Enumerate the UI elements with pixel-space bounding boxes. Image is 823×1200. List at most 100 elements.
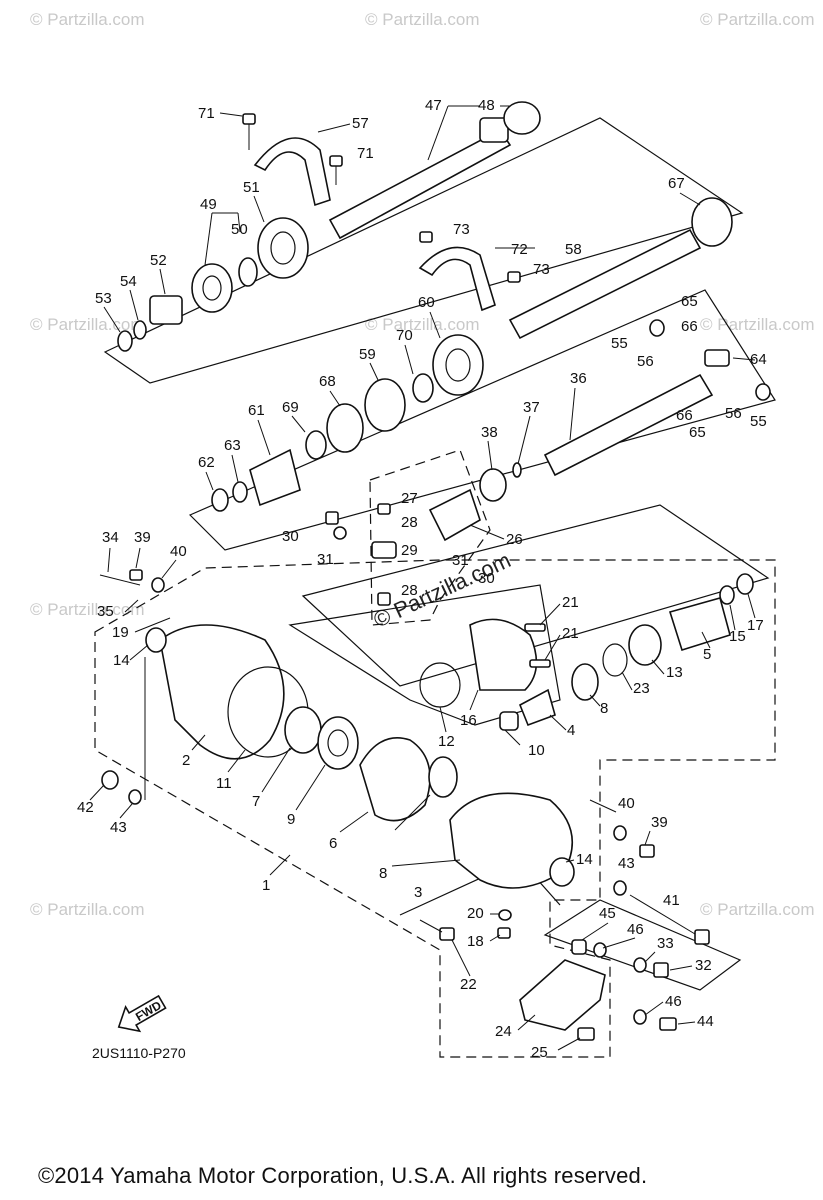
- callout: 46: [627, 921, 644, 938]
- plug-18: [497, 927, 511, 939]
- washer-40b: [613, 825, 627, 841]
- oil-seal-50: [238, 257, 258, 287]
- nut-42: [101, 770, 119, 790]
- callout: 66: [676, 407, 693, 424]
- bearing-9: [317, 716, 359, 770]
- bearing-8a: [571, 663, 599, 701]
- callout: 65: [689, 424, 706, 441]
- callout: 54: [120, 273, 137, 290]
- washer-63: [232, 481, 248, 503]
- bolt-22: [439, 927, 455, 941]
- callout: 4: [567, 722, 575, 739]
- callout: 1: [262, 877, 270, 894]
- callout: 34: [102, 529, 119, 546]
- mounting-hardware: [419, 825, 710, 1041]
- callout: 28: [401, 582, 418, 599]
- callout: 38: [481, 424, 498, 441]
- washer-43a: [128, 789, 142, 805]
- callout: 31: [452, 552, 469, 569]
- watermark: © Partzilla.com: [700, 10, 815, 29]
- oil-seal-14b: [549, 857, 575, 887]
- callout: 43: [618, 855, 635, 872]
- callout: 52: [150, 252, 167, 269]
- callout: 14: [113, 652, 130, 669]
- upper-shaft-assembly: [117, 101, 541, 352]
- collar-59: [364, 378, 406, 432]
- cap-55a: [649, 319, 665, 337]
- callout: 64: [750, 351, 767, 368]
- bearing-68: [326, 403, 364, 453]
- callout: 10: [528, 742, 545, 759]
- callout: 12: [438, 733, 455, 750]
- o-ring-37: [512, 462, 522, 478]
- upper-shaft-frame: [103, 117, 744, 384]
- callout: 39: [134, 529, 151, 546]
- callout: 31: [317, 551, 334, 568]
- callout: 2: [182, 752, 190, 769]
- callout: 32: [695, 957, 712, 974]
- yoke-61: [249, 448, 301, 507]
- cap-30: [377, 592, 391, 606]
- bearing-10: [499, 711, 519, 731]
- spider-64: [704, 349, 730, 367]
- washer-54: [133, 320, 147, 340]
- callout: 47: [425, 97, 442, 114]
- bearing-49: [191, 263, 233, 313]
- callout: 73: [453, 221, 470, 238]
- callout: 69: [282, 399, 299, 416]
- callout: 42: [77, 799, 94, 816]
- rear-shaft-assembly: [211, 197, 771, 512]
- oil-seal-69: [305, 430, 327, 460]
- callout: 11: [216, 775, 232, 792]
- bolt-73b: [507, 271, 521, 283]
- coupling-5: [668, 597, 731, 652]
- callout: 20: [467, 905, 484, 922]
- callout: 35: [97, 603, 114, 620]
- washer-43b: [613, 880, 627, 896]
- callout: 22: [460, 976, 477, 993]
- shim-7: [284, 706, 322, 754]
- callout: 29: [401, 542, 418, 559]
- propeller-shaft-58: [508, 228, 702, 340]
- watermark: © Partzilla.com: [30, 600, 145, 619]
- bolt-71b: [329, 155, 343, 167]
- spline-48: [479, 117, 509, 143]
- callout: 55: [750, 413, 767, 430]
- washer-15: [719, 585, 735, 605]
- callout: 27: [401, 490, 418, 507]
- callout: 40: [618, 795, 635, 812]
- callout: 15: [729, 628, 746, 645]
- callout: 53: [95, 290, 112, 307]
- ring-23: [602, 643, 628, 677]
- clip-31: [333, 526, 347, 540]
- callout: 8: [600, 700, 608, 717]
- callout: 62: [198, 454, 215, 471]
- universal-joint-assembly: [325, 488, 481, 606]
- oil-seal-13: [628, 624, 662, 666]
- bearing-holder-57: [253, 137, 331, 207]
- nut-17: [736, 573, 754, 595]
- bolt-71a: [242, 113, 256, 125]
- bolt-39a: [129, 569, 143, 581]
- watermark: © Partzilla.com: [365, 315, 480, 334]
- callout: 16: [460, 712, 477, 729]
- bolt-25: [577, 1027, 595, 1041]
- oil-seal-14a: [145, 627, 167, 653]
- callout: 44: [697, 1013, 714, 1030]
- callout: 57: [352, 115, 369, 132]
- spider-29: [371, 541, 397, 559]
- callout: 26: [506, 531, 523, 548]
- bolt-39b: [639, 844, 655, 858]
- pinion-gear-4: [518, 688, 556, 727]
- callout: 8: [379, 865, 387, 882]
- fwd-arrow: FWD: [117, 994, 167, 1033]
- pinion-frame: [288, 584, 561, 726]
- yoke-26: [428, 488, 481, 542]
- bolt-41: [629, 894, 701, 938]
- callout: 5: [703, 646, 711, 663]
- nut-53: [117, 330, 133, 352]
- callout: 73: [533, 261, 550, 278]
- callout: 63: [224, 437, 241, 454]
- callout: 6: [329, 835, 337, 852]
